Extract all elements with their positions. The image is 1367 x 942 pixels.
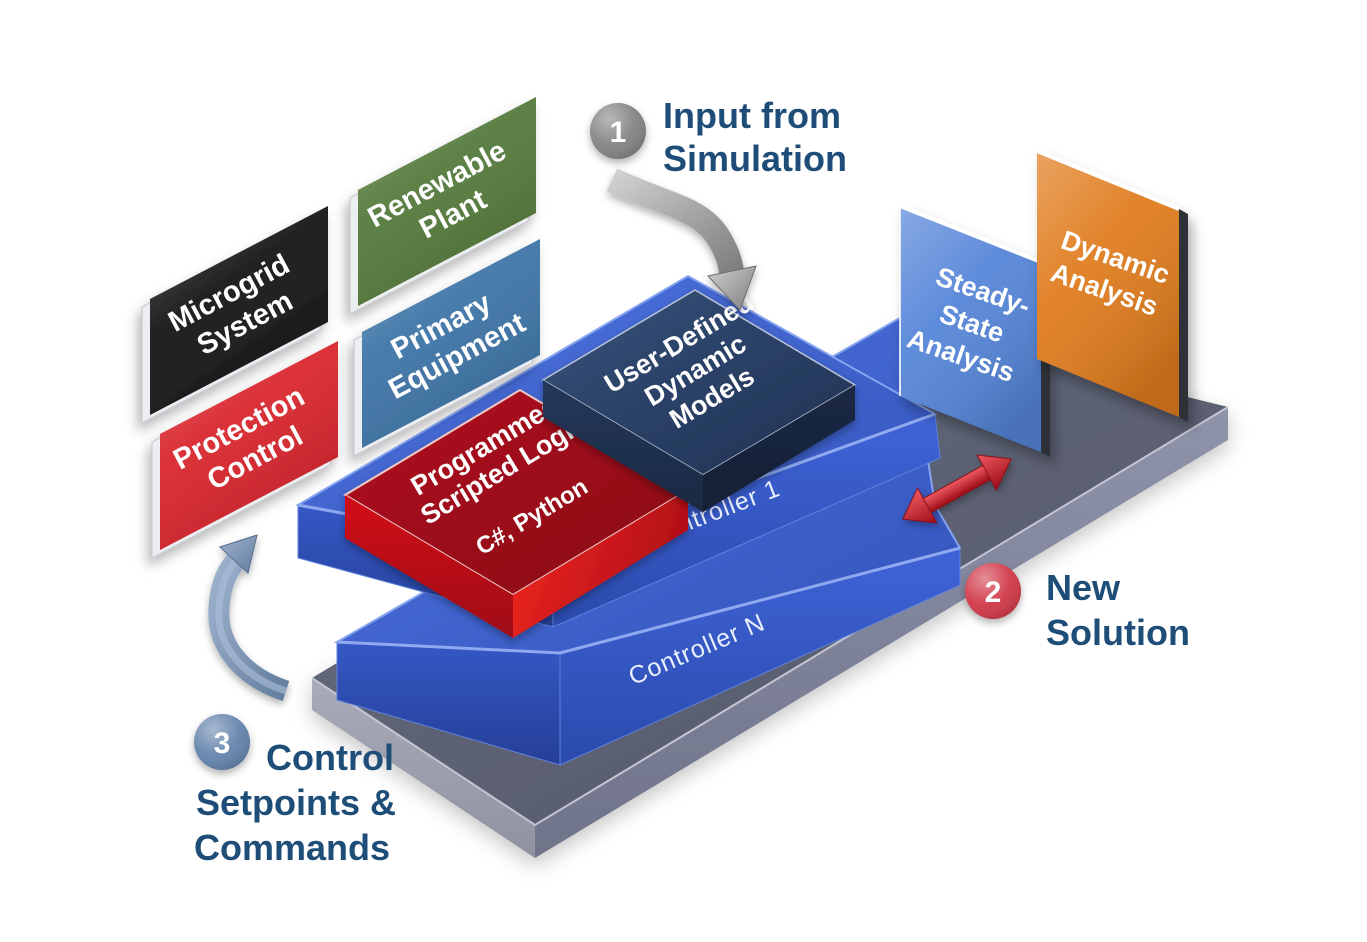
step-2-label-line1: New [1046, 567, 1121, 608]
new-solution-arrow-head-right [976, 454, 1012, 492]
panel-primary-equipment-sheen [362, 239, 540, 448]
step-3: 3 Control Setpoints & Commands [194, 714, 396, 868]
new-solution-arrow-head-left [902, 486, 938, 524]
panel-dynamic-side-edge [1179, 209, 1188, 422]
control-arrow-shaft-highlight [215, 554, 288, 695]
dynamic-models-front-left-face [543, 380, 703, 512]
base-front-right-face [535, 407, 1228, 858]
step-2-number: 2 [985, 576, 1002, 609]
scripted-logic-front-right-face [513, 490, 688, 638]
panel-microgrid-system: Microgrid System [141, 206, 328, 424]
scripted-logic-front-left-face [345, 495, 513, 638]
panel-protection-control: Protection Control [151, 341, 338, 559]
panel-renewable-plant-sheen [358, 97, 536, 306]
step-1: 1 Input from Simulation [590, 95, 847, 179]
step-2: 2 New Solution [965, 563, 1190, 653]
base-edge-highlight [311, 406, 1229, 827]
controller-n-edge-highlight [336, 546, 961, 655]
step-2-badge-sheen [965, 563, 1021, 619]
panel-dynamic-sheen [1037, 151, 1179, 417]
step-3-label-line1: Control [266, 737, 394, 778]
panel-steady-state-sheen [900, 206, 1041, 452]
step-1-badge-sheen [590, 103, 646, 159]
panel-dynamic-analysis: Dynamic Analysis [1036, 149, 1188, 422]
dynamic-models-box: User-Defined Dynamic Models [541, 287, 857, 512]
dynamic-models-front-right-face [703, 385, 855, 512]
panel-steady-state-top-highlight [899, 204, 1042, 264]
step-3-number: 3 [214, 727, 231, 760]
control-arrow-icon [208, 534, 290, 701]
base-front-left-face [312, 678, 535, 858]
input-arrow-icon [606, 168, 757, 311]
step-3-badge-sheen [194, 714, 250, 770]
panel-dynamic-top-highlight [1036, 149, 1180, 211]
panel-microgrid-system-sheen [150, 206, 328, 415]
input-arrow-shaft [606, 168, 745, 277]
step-1-label-line2: Simulation [663, 138, 847, 179]
step-1-number: 1 [610, 116, 627, 149]
input-arrow-head [707, 265, 757, 311]
new-solution-arrow-icon [902, 454, 1012, 524]
step-3-label-line2: Setpoints & [196, 782, 396, 823]
step-2-label-line2: Solution [1046, 612, 1190, 653]
step-3-label-line3: Commands [194, 827, 390, 868]
control-arrow-head [219, 534, 258, 574]
panel-protection-control-sheen [160, 341, 338, 550]
panel-primary-equipment: Primary Equipment [353, 239, 540, 457]
step-1-label-line1: Input from [663, 95, 841, 136]
panel-steady-state-analysis: Steady- State Analysis [899, 204, 1050, 457]
